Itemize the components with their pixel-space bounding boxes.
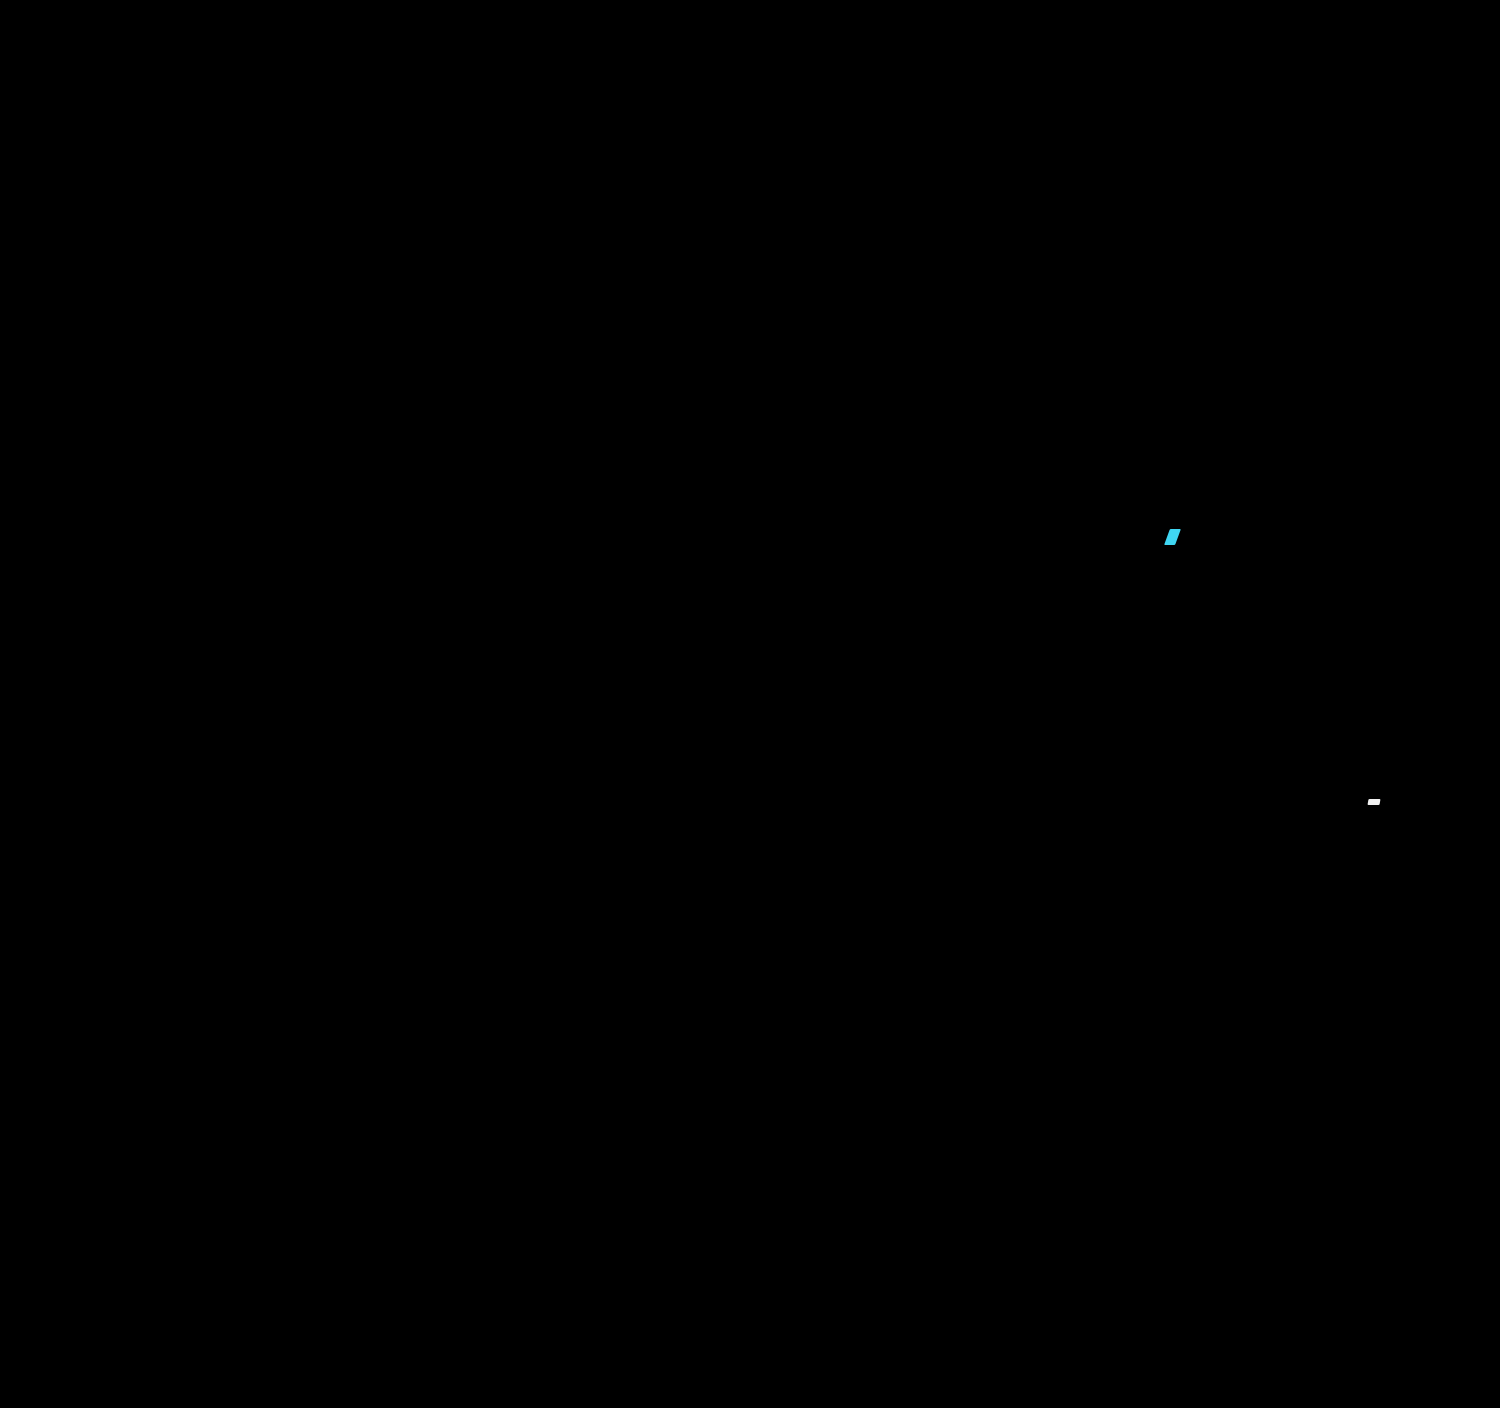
white-light-speck (1367, 799, 1381, 805)
cyan-light-speck (1164, 529, 1181, 545)
